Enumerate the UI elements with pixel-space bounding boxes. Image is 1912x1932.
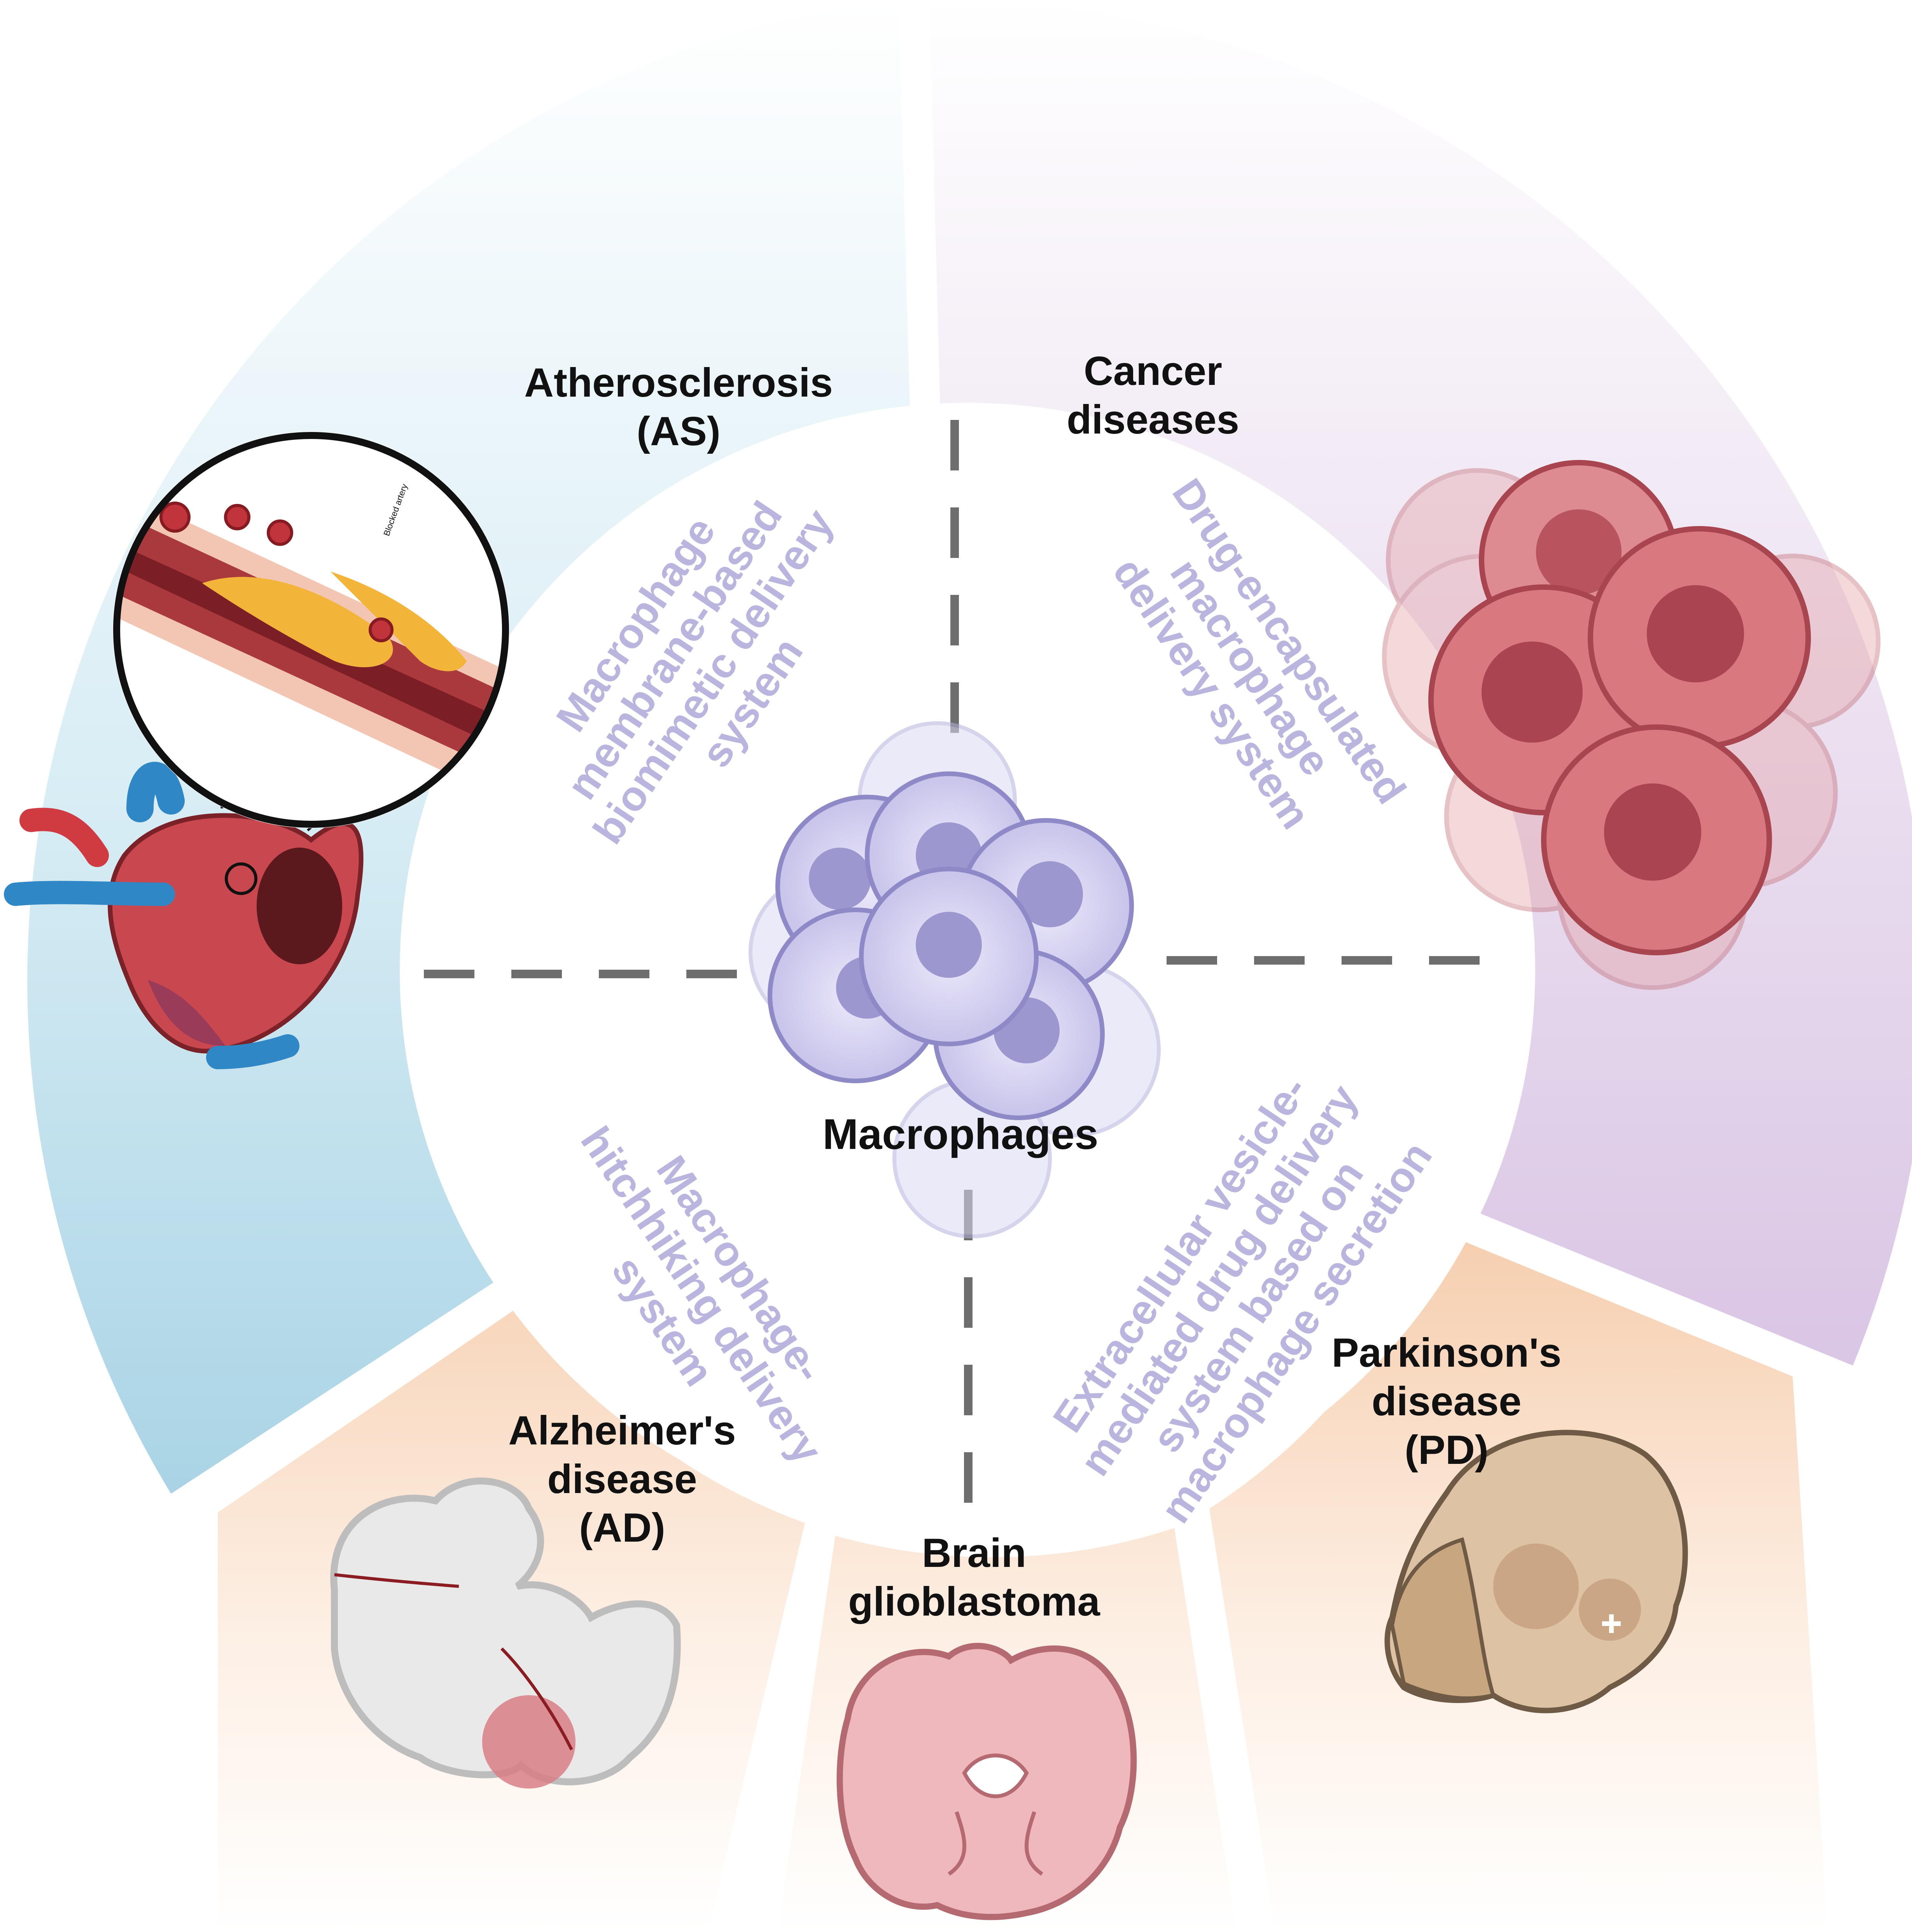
cancer-cells-illustration <box>1382 460 1881 990</box>
parkinsons-title: Parkinson's <box>1331 1330 1561 1376</box>
quadrant-dividers <box>424 420 1505 1524</box>
atherosclerosis-label: Atherosclerosis (AS) <box>524 360 833 454</box>
cancer-label: Cancer diseases <box>1067 348 1239 442</box>
glioblastoma-title: Brain <box>922 1530 1026 1576</box>
alzheimers-brain-illustration <box>330 1477 681 1789</box>
macrophage-cluster-illustration <box>749 721 1161 1238</box>
macrophages-label: Macrophages <box>822 1110 1098 1158</box>
parkinsons-subtitle: disease <box>1371 1379 1521 1424</box>
parkinsons-abbrev: (PD) <box>1405 1427 1489 1473</box>
outer-ring <box>27 0 1912 1932</box>
glioblastoma-subtitle: glioblastoma <box>848 1579 1100 1624</box>
alzheimers-abbrev: (AD) <box>579 1505 665 1551</box>
parkinsons-midbrain-illustration <box>1384 1430 1688 1713</box>
glioblastoma-brain-illustration <box>836 1643 1137 1920</box>
blocked-artery-inset: Blocked artery <box>113 432 509 828</box>
heart-illustration <box>4 637 448 1069</box>
atherosclerosis-title: Atherosclerosis <box>524 360 833 406</box>
alzheimers-title: Alzheimer's <box>508 1408 736 1453</box>
glioblastoma-label: Brain glioblastoma <box>848 1530 1100 1624</box>
atherosclerosis-abbrev: (AS) <box>637 409 721 454</box>
alzheimers-label: Alzheimer's disease (AD) <box>508 1408 736 1551</box>
alzheimers-subtitle: disease <box>547 1456 697 1502</box>
cancer-subtitle: diseases <box>1067 397 1239 442</box>
parkinsons-label: Parkinson's disease (PD) <box>1331 1330 1561 1473</box>
cancer-title: Cancer <box>1084 348 1222 394</box>
